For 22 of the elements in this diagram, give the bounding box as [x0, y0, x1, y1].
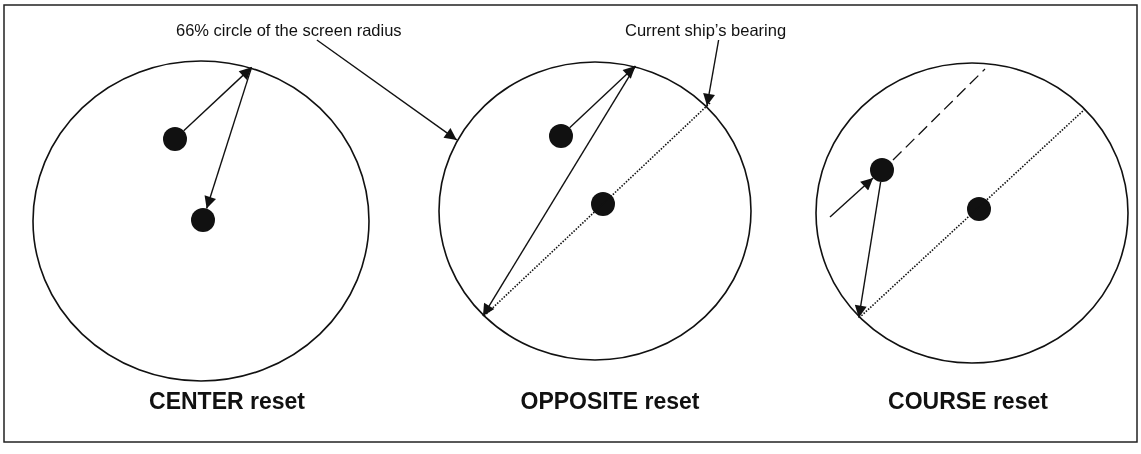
arrow [829, 177, 874, 218]
screen-circle [815, 62, 1129, 364]
arrow [204, 66, 253, 210]
target-dot [870, 158, 894, 182]
target-dot [549, 124, 573, 148]
callout-text: 66% circle of the screen radius [176, 20, 430, 40]
arrow [568, 65, 637, 129]
caption: CENTER reset [149, 388, 305, 415]
screen-circle [438, 61, 752, 361]
target-dot [967, 197, 991, 221]
target-dot [191, 208, 215, 232]
target-dot [163, 127, 187, 151]
screen-circle [32, 60, 370, 382]
target-dot [591, 192, 615, 216]
leader-line [316, 39, 458, 141]
caption: OPPOSITE reset [520, 388, 700, 415]
arrow [482, 65, 637, 317]
arrow [183, 66, 253, 132]
arrow [854, 181, 882, 319]
leader-line [703, 39, 720, 107]
caption: COURSE reset [888, 388, 1048, 415]
callout-text: Current ship’s bearing [625, 20, 815, 40]
